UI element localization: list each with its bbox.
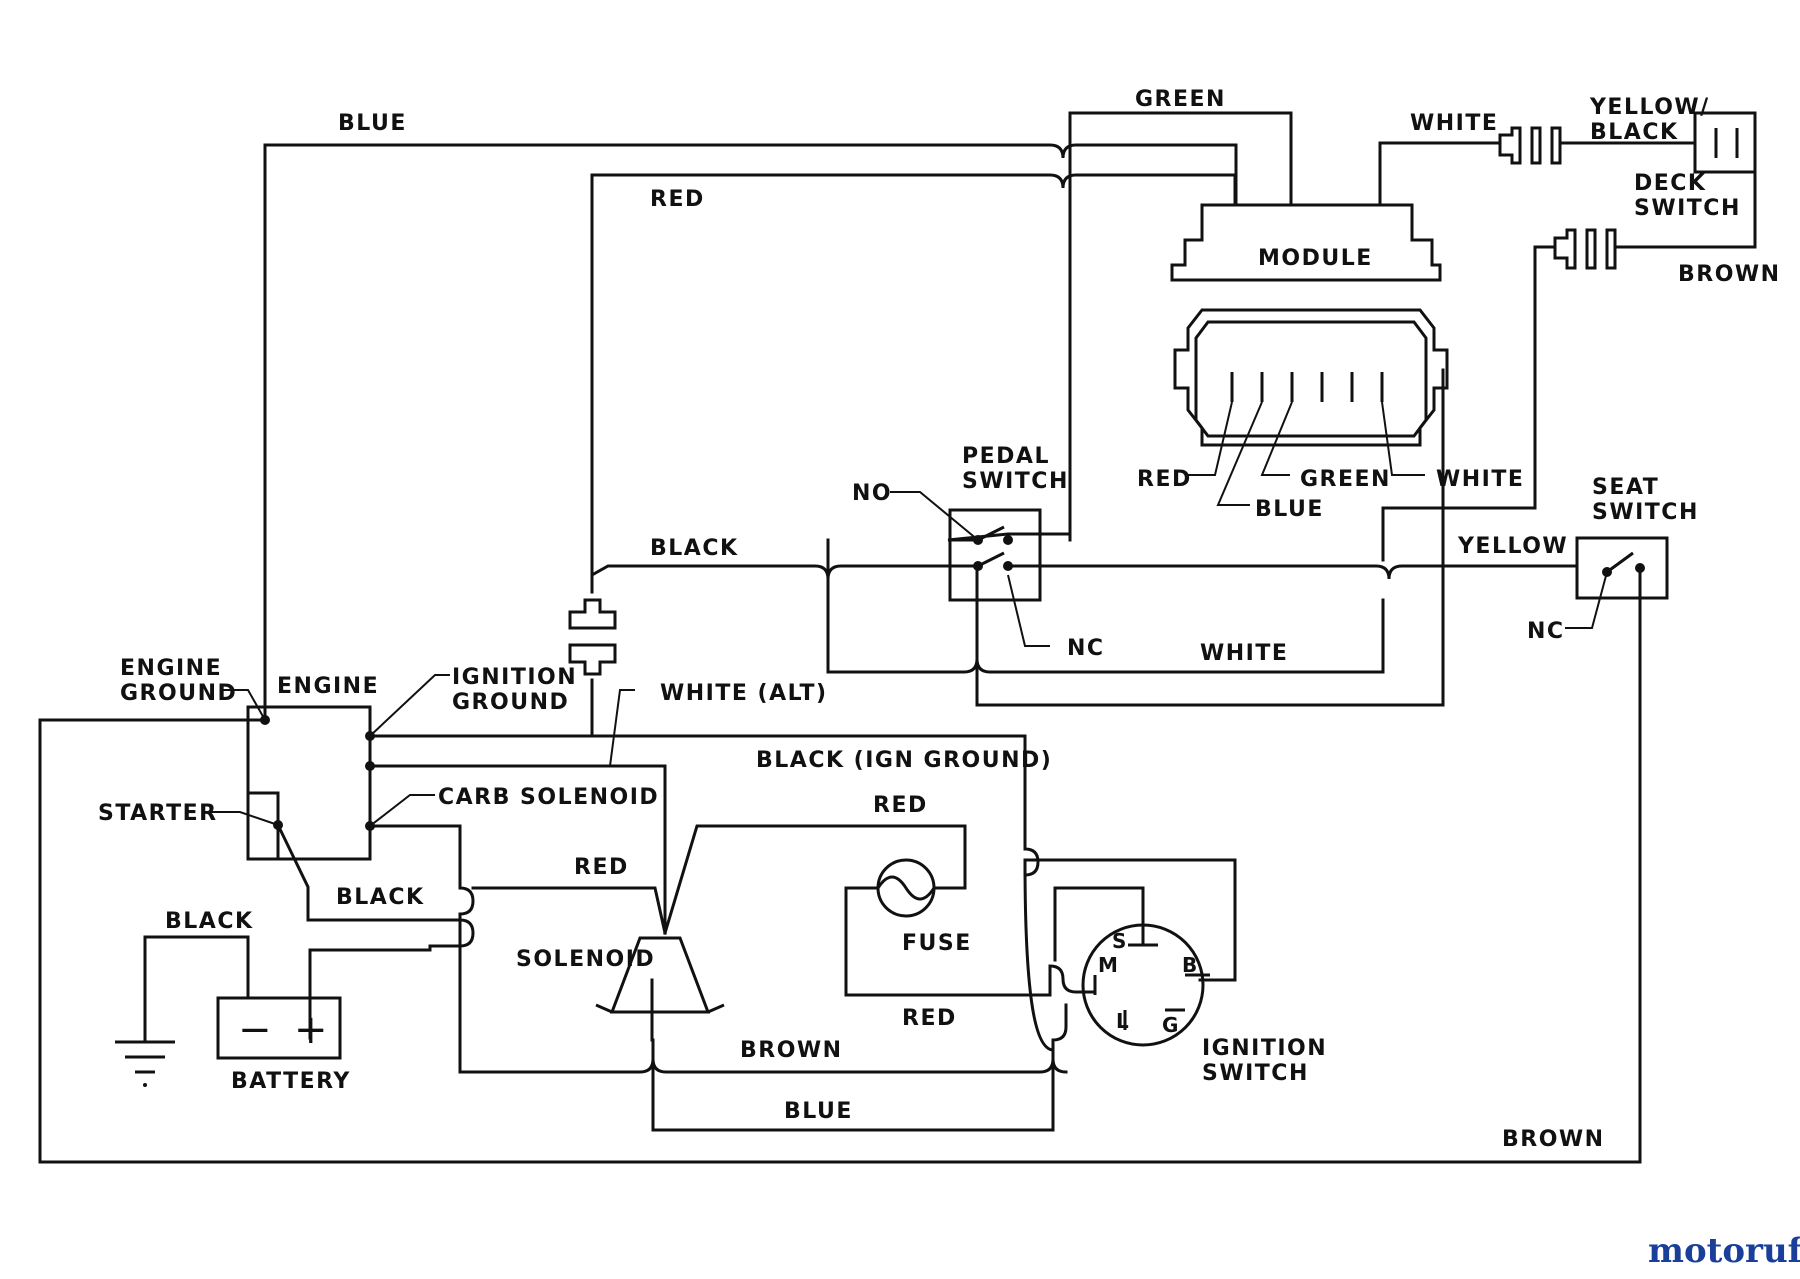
module: MODULE xyxy=(1170,203,1442,282)
wire-yellow-mid xyxy=(1003,564,1577,580)
label-connector-green: GREEN xyxy=(1300,467,1391,492)
label-connector-red: RED xyxy=(1137,467,1192,492)
wire-brown-bottom xyxy=(38,566,1642,1164)
label-seat-switch-1: SEAT xyxy=(1592,475,1659,500)
label-battery: BATTERY xyxy=(231,1069,351,1094)
label-starter: STARTER xyxy=(98,801,218,826)
label-green-top: GREEN xyxy=(1135,87,1226,112)
wire-pedal-nc xyxy=(975,368,1445,707)
battery: − + xyxy=(216,996,342,1060)
wire-green xyxy=(1068,111,1293,542)
wire-deck-brown xyxy=(1613,170,1757,249)
ign-terminal-b: B xyxy=(1182,953,1197,977)
label-engine-ground-2: GROUND xyxy=(120,681,237,706)
wire-ignition-ground xyxy=(368,734,1054,1052)
label-seat-switch-2: SWITCH xyxy=(1592,500,1699,525)
ign-terminal-l: L xyxy=(1116,1009,1129,1033)
wire-blue-top xyxy=(263,143,1238,722)
label-engine-ground-1: ENGINE xyxy=(120,656,222,681)
label-blue-top: BLUE xyxy=(338,111,407,136)
wire-red-fuse-bottom xyxy=(844,886,1094,997)
label-black-starter: BLACK xyxy=(336,885,425,910)
inline-connector xyxy=(568,598,617,676)
wire-red-fuse-top xyxy=(663,824,967,935)
watermark-brand: motoruf xyxy=(1648,1231,1800,1271)
wire-battery-black xyxy=(143,935,250,1044)
label-pedal-switch-1: PEDAL xyxy=(962,444,1050,469)
label-blue-bottom: BLUE xyxy=(784,1099,853,1124)
fuse xyxy=(876,858,936,918)
wire-brown-top xyxy=(1381,245,1557,562)
label-engine: ENGINE xyxy=(277,674,379,699)
label-fuse: FUSE xyxy=(902,931,972,956)
wire-white-top xyxy=(1378,141,1502,207)
label-black-battery: BLACK xyxy=(165,909,254,934)
label-ignition-switch-1: IGNITION xyxy=(1202,1036,1327,1061)
label-carb-solenoid: CARB SOLENOID xyxy=(438,785,659,810)
wire-ign-s xyxy=(1053,886,1145,962)
label-solenoid: SOLENOID xyxy=(516,947,655,972)
label-ignition-ground-2: GROUND xyxy=(452,690,569,715)
label-black-mid: BLACK xyxy=(650,536,739,561)
deck-switch xyxy=(1498,111,1757,270)
label-white-top: WHITE xyxy=(1410,111,1498,136)
label-deck-switch-1: DECK xyxy=(1634,171,1706,196)
label-deck-switch-2: SWITCH xyxy=(1634,196,1741,221)
battery-minus: − xyxy=(238,1007,272,1053)
wire-carb xyxy=(368,824,462,890)
label-pedal-switch-2: SWITCH xyxy=(962,469,1069,494)
label-white-alt: WHITE (ALT) xyxy=(660,681,828,706)
ign-terminal-m: M xyxy=(1098,953,1118,977)
label-brown-top: BROWN xyxy=(1678,262,1781,287)
labels: BLUE GREEN WHITE YELLOW/ BLACK DECK SWIT… xyxy=(98,87,1781,1152)
wire-black-ign xyxy=(1023,858,1237,982)
label-nc-pedal: NC xyxy=(1067,636,1105,661)
engine xyxy=(246,705,375,861)
ignition-switch: S M B L G xyxy=(1081,923,1210,1047)
label-brown-bottom: BROWN xyxy=(1502,1127,1605,1152)
pedal-switch xyxy=(948,508,1042,602)
label-yellow-mid: YELLOW xyxy=(1457,534,1568,559)
svg-text:motoruf.de: motoruf.de xyxy=(1648,1231,1800,1271)
wire-red-top xyxy=(590,173,1237,587)
wire-black-mid xyxy=(590,564,980,594)
label-red-top: RED xyxy=(650,187,705,212)
label-red-solenoid: RED xyxy=(574,855,629,880)
wire-red-solenoid xyxy=(458,886,667,935)
label-red-fuse-top: RED xyxy=(873,793,928,818)
wires xyxy=(38,111,1757,1164)
label-red-fuse-bottom: RED xyxy=(902,1006,957,1031)
solenoid xyxy=(595,936,725,1014)
seat-switch xyxy=(1575,536,1669,600)
label-yellow-black-2: BLACK xyxy=(1590,120,1679,145)
wire-blue-bottom xyxy=(651,1003,1068,1132)
module-connector xyxy=(1173,308,1449,506)
label-connector-white: WHITE xyxy=(1436,467,1524,492)
label-yellow-black-1: YELLOW/ xyxy=(1589,95,1710,120)
label-ignition-switch-2: SWITCH xyxy=(1202,1061,1309,1086)
watermark-logo: motoruf.de xyxy=(1648,1231,1800,1271)
label-ignition-ground-1: IGNITION xyxy=(452,665,577,690)
label-brown-solenoid: BROWN xyxy=(740,1038,843,1063)
ign-terminal-s: S xyxy=(1112,929,1126,953)
battery-plus: + xyxy=(294,1007,328,1053)
wire-white-loop xyxy=(826,538,1385,674)
leader-lines xyxy=(205,491,1608,827)
ign-terminal-g: G xyxy=(1162,1013,1178,1037)
label-no: NO xyxy=(852,481,892,506)
label-white-mid: WHITE xyxy=(1200,641,1288,666)
label-black-ign-ground: BLACK (IGN GROUND) xyxy=(756,748,1052,773)
label-connector-blue: BLUE xyxy=(1255,497,1324,522)
ground-symbol xyxy=(115,1040,175,1087)
label-nc-seat: NC xyxy=(1527,619,1565,644)
module-label: MODULE xyxy=(1258,246,1373,271)
wire-white-alt xyxy=(368,764,667,935)
